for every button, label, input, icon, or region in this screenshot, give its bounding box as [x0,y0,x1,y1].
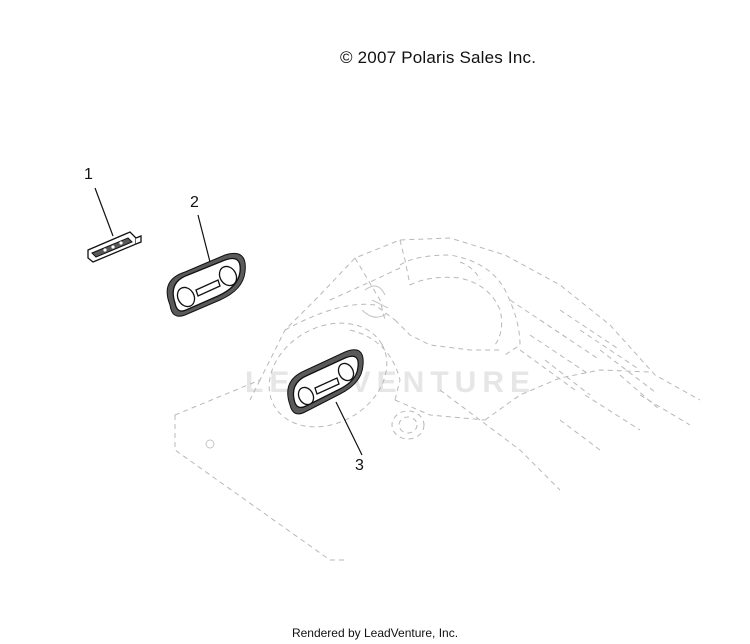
part-1-connector[interactable] [87,231,142,263]
screw-hole [205,439,215,449]
recess-outline [268,322,388,428]
footer-text: Rendered by LeadVenture, Inc. [291,626,459,640]
callout-2[interactable]: 2 [190,194,199,211]
part-3-gasket[interactable] [287,349,364,415]
port-cap-outline [391,410,425,440]
leader-line-2 [197,214,211,263]
vehicle-body-outline [174,237,701,561]
leader-line-3 [335,401,363,456]
copyright-text: © 2007 Polaris Sales Inc. [340,48,537,67]
part-2-gasket[interactable] [166,252,246,317]
callout-3[interactable]: 3 [355,457,364,474]
callout-1[interactable]: 1 [84,166,93,183]
leader-line-1 [94,187,114,237]
